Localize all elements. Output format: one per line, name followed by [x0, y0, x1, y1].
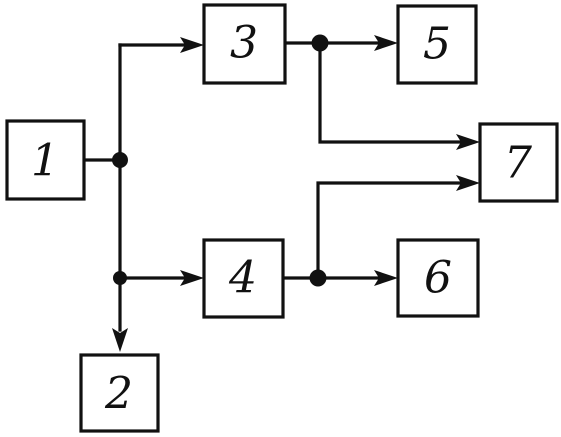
junction-block-3-out [311, 34, 329, 52]
arrowheads [112, 35, 480, 352]
arrowhead-to-4 [180, 270, 204, 286]
junction-block-4-feed [113, 271, 127, 285]
arrowhead-to-5 [374, 35, 398, 51]
block-3-label: 3 [230, 18, 258, 69]
arrowhead-to-6 [374, 270, 398, 286]
arrowhead-to-7-upper [456, 134, 480, 150]
junctions [112, 34, 329, 287]
block-7: 7 [478, 122, 559, 203]
arrowhead-to-2 [112, 328, 128, 352]
junction-block-1 [112, 152, 128, 168]
block-6-label: 6 [424, 253, 452, 304]
block-5: 5 [396, 4, 478, 85]
wire-3-to-7 [318, 41, 468, 144]
block-2-label: 2 [104, 369, 133, 420]
block-4: 4 [202, 238, 285, 319]
block-5-label: 5 [423, 19, 451, 70]
arrowhead-to-3 [180, 37, 204, 53]
block-1: 1 [5, 119, 86, 201]
block-6: 6 [396, 238, 480, 318]
block-2: 2 [79, 353, 160, 433]
arrowhead-to-7-lower [456, 175, 480, 191]
wire-4-to-7 [316, 181, 468, 280]
block-7-label: 7 [504, 138, 532, 189]
junction-block-4-out [309, 269, 327, 287]
block-4-label: 4 [228, 253, 257, 304]
block-3: 3 [202, 3, 287, 85]
block-1-label: 1 [31, 136, 59, 187]
